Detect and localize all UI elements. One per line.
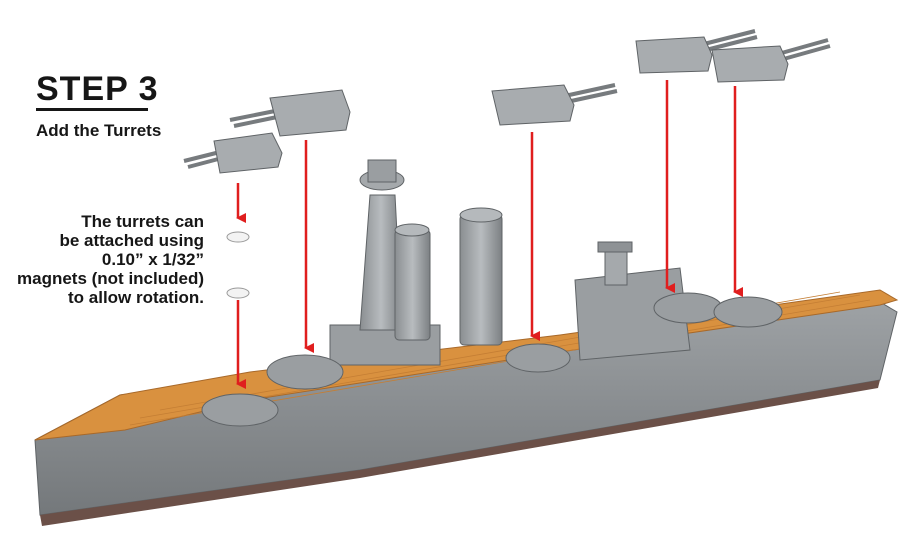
aft-superstructure	[574, 267, 691, 361]
note-line: 0.10” x 1/32”	[101, 250, 204, 269]
turret	[183, 132, 283, 174]
title-underline	[36, 108, 148, 111]
turret	[635, 29, 758, 74]
barbette	[653, 292, 723, 324]
barbette	[505, 343, 571, 373]
note-line: to allow rotation.	[68, 288, 204, 307]
note-line: be attached using	[59, 231, 204, 250]
turret	[491, 83, 618, 126]
magnet	[226, 231, 250, 243]
note-line: The turrets can	[81, 212, 204, 231]
turret	[229, 89, 351, 137]
funnel-forward	[394, 229, 431, 341]
note-line: magnets (not included)	[17, 269, 204, 288]
barbette	[201, 393, 279, 427]
step-title: STEP 3	[36, 70, 159, 108]
funnel-aft	[459, 214, 503, 346]
turret	[711, 38, 831, 83]
magnet	[226, 287, 250, 299]
barbette	[266, 354, 344, 390]
hull-waterline	[40, 380, 880, 526]
barbette	[713, 296, 783, 328]
step-subtitle: Add the Turrets	[36, 121, 162, 140]
magnet-note: The turrets can be attached using 0.10” …	[0, 212, 204, 307]
